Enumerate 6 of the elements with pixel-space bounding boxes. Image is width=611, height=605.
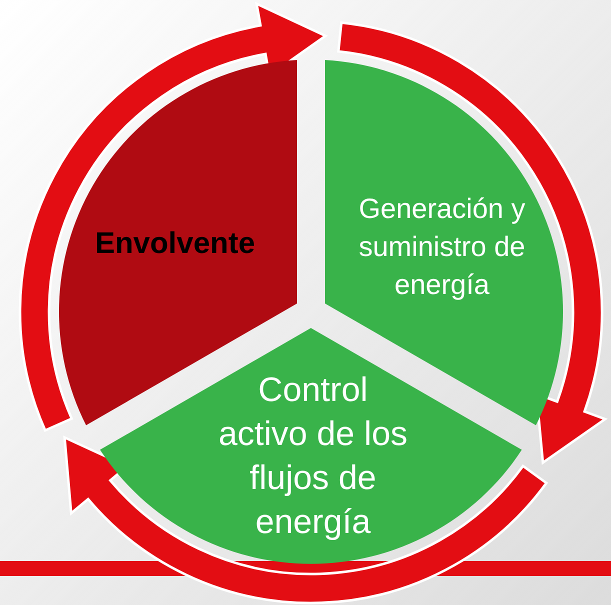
curved-arrow (18, 2, 327, 432)
sector-label: Control activo de los flujos de energía (218, 370, 408, 543)
curved-arrow (63, 436, 548, 604)
sector-label: Envolvente (94, 226, 256, 262)
curved-arrow (337, 21, 606, 464)
sector-label: Generación y suministro de energía (358, 192, 526, 302)
